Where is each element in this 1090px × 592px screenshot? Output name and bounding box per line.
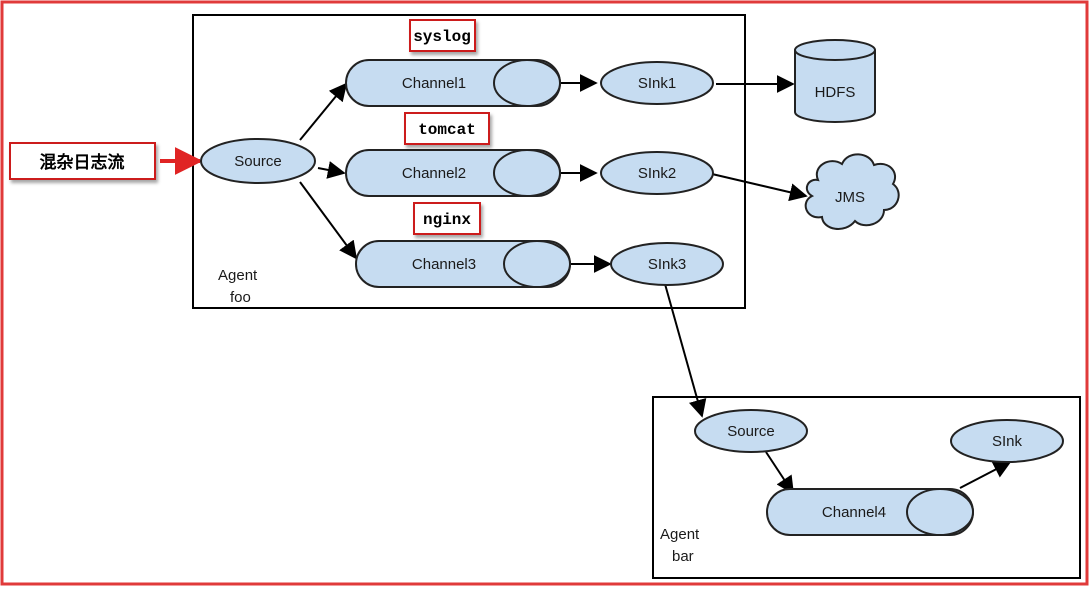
arrow-sink2-jms: [711, 173, 808, 202]
tag-syslog: syslog: [409, 19, 476, 52]
jms-label: JMS: [835, 189, 865, 206]
source-label-bar: Source: [727, 423, 775, 440]
agent-foo-label-2: foo: [230, 289, 251, 306]
channel2-node: Channel2: [345, 149, 561, 197]
agent-bar-label-1: Agent: [660, 526, 700, 543]
channel4-label: Channel4: [822, 504, 886, 521]
source-node-bar: Source: [694, 409, 808, 453]
tag-syslog-text: syslog: [413, 28, 471, 46]
tag-nginx-text: nginx: [423, 211, 471, 229]
agent-foo-label-1: Agent: [218, 267, 258, 284]
sink-node-bar: SInk: [950, 419, 1064, 463]
arrow-sink3-source: [664, 283, 707, 418]
channel4-node: Channel4: [766, 488, 974, 536]
hdfs-label: HDFS: [815, 84, 856, 101]
sink1-node: SInk1: [600, 61, 714, 105]
arrow-channel4-sink: [959, 461, 1012, 489]
input-label-box: 混杂日志流: [9, 142, 156, 180]
channel1-label: Channel1: [402, 75, 466, 92]
input-label: 混杂日志流: [40, 152, 125, 173]
sink3-label: SInk3: [648, 256, 686, 273]
agent-bar-label-2: bar: [672, 548, 694, 565]
tag-tomcat-text: tomcat: [418, 121, 476, 139]
sink2-node: SInk2: [600, 151, 714, 195]
channel3-node: Channel3: [355, 240, 571, 288]
sink1-label: SInk1: [638, 75, 676, 92]
arrow-source-channel3: [299, 181, 358, 260]
tag-nginx: nginx: [413, 202, 481, 235]
sink3-node: SInk3: [610, 242, 724, 286]
channel2-label: Channel2: [402, 165, 466, 182]
arrow-source-channel1: [299, 82, 348, 141]
arrow-source-channel4: [765, 451, 794, 495]
sink-label-bar: SInk: [992, 433, 1023, 450]
sink2-label: SInk2: [638, 165, 676, 182]
channel3-label: Channel3: [412, 256, 476, 273]
arrow-source-channel2: [317, 161, 346, 179]
arrows: [299, 74, 1012, 495]
source-node-foo: Source: [200, 138, 316, 184]
hdfs-database-icon: HDFS: [794, 39, 876, 123]
source-label-foo: Source: [234, 153, 282, 170]
jms-cloud-icon: JMS: [804, 153, 900, 230]
channel1-node: Channel1: [345, 59, 561, 107]
tag-tomcat: tomcat: [404, 112, 490, 145]
